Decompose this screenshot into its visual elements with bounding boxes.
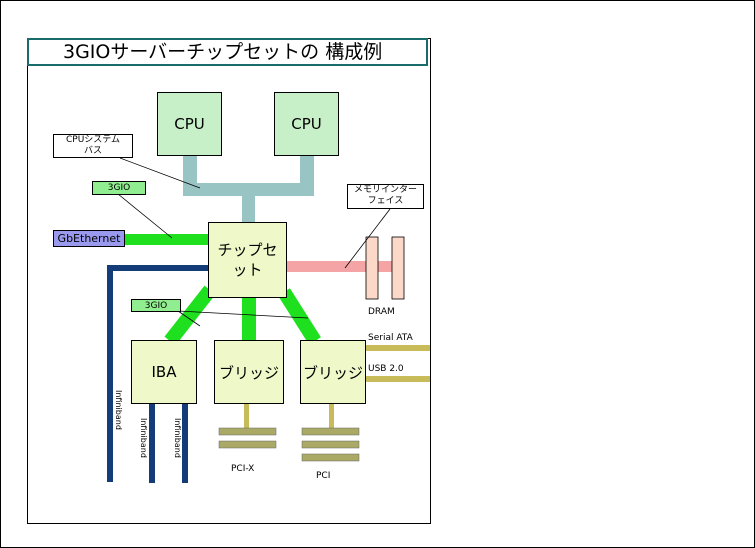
gbethernet-tag: GbEthernet xyxy=(53,230,125,247)
bridge-node-1: ブリッジ xyxy=(214,340,284,404)
infiniband-label-3: Infiniband xyxy=(173,418,182,458)
cpu-node-2: CPU xyxy=(274,92,339,156)
cpu-bus-callout: CPUシステム バス xyxy=(53,134,133,158)
infiniband-label-2: Infiniband xyxy=(139,418,148,458)
pcix-slot-2 xyxy=(218,440,277,449)
pcix-riser xyxy=(244,403,249,428)
gio-top-leader xyxy=(117,193,173,239)
memory-bus xyxy=(287,261,392,272)
memory-if-leader xyxy=(344,208,391,269)
usb-bus xyxy=(366,376,430,382)
gbethernet-link xyxy=(125,234,210,245)
pci-slot-3 xyxy=(301,453,360,462)
cpu-bus-horizontal xyxy=(183,183,314,196)
bridge-node-2: ブリッジ xyxy=(300,340,366,404)
usb-label: USB 2.0 xyxy=(368,364,404,374)
cpu-bus-leader xyxy=(119,157,201,189)
pci-slot-2 xyxy=(301,440,360,449)
gio-link-iba xyxy=(164,285,216,346)
gio-mid-tag: 3GIO xyxy=(131,299,181,312)
dram-module-2 xyxy=(391,236,405,300)
infiniband-label-1: Infiniband xyxy=(114,390,123,430)
pci-riser xyxy=(329,403,334,428)
pci-label: PCI xyxy=(316,471,331,481)
infiniband-line-1 xyxy=(107,265,208,482)
gio-link-bridge2 xyxy=(278,288,321,345)
gio-mid-leader-2 xyxy=(177,310,309,319)
pcix-label: PCI-X xyxy=(231,464,255,474)
gio-top-tag: 3GIO xyxy=(92,181,146,195)
cpu-node-1: CPU xyxy=(157,92,222,156)
iba-node: IBA xyxy=(131,340,197,404)
gio-mid-leader-1 xyxy=(177,310,201,327)
pcix-slot-1 xyxy=(218,427,277,436)
serial-ata-label: Serial ATA xyxy=(368,333,413,343)
cpu-bus-to-chipset xyxy=(242,193,255,223)
chipset-node: チップセット xyxy=(208,222,287,298)
pci-slot-1 xyxy=(301,427,360,436)
dram-module-1 xyxy=(365,236,379,300)
dram-label: DRAM xyxy=(368,307,395,317)
infiniband-line-2 xyxy=(149,403,155,483)
serial-ata-bus xyxy=(366,345,430,351)
diagram-title: 3GIOサーバーチップセットの 構成例 xyxy=(27,38,428,66)
infiniband-line-3 xyxy=(182,403,188,483)
memory-if-callout: メモリインター フェイス xyxy=(347,184,424,209)
